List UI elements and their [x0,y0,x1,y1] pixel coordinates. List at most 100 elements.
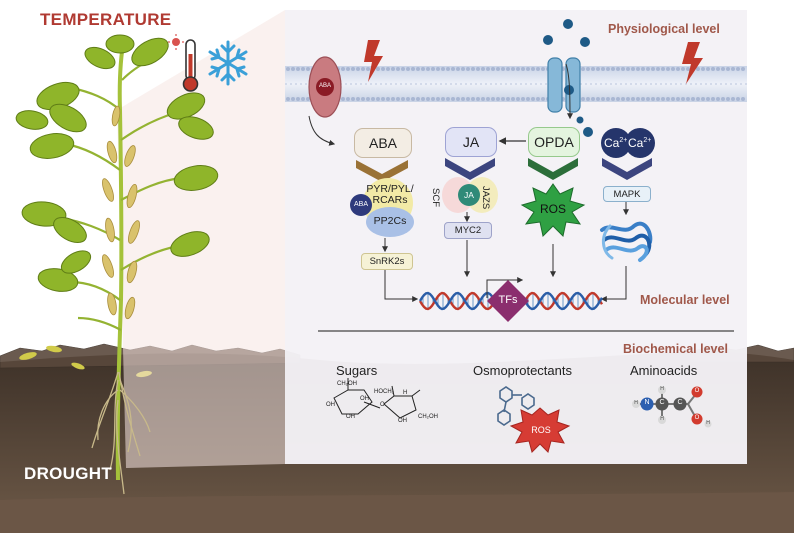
sugar-hoch2: HOCH₂ [374,389,394,395]
aminoacids-label: Aminoacids [630,363,698,378]
osmo-ros-label: ROS [531,425,551,435]
lipid-head [376,97,380,101]
ja-circle-label: JA [464,190,474,200]
lipid-head [446,97,450,101]
lipid-head [611,97,615,101]
lipid-head [291,67,295,71]
lipid-head [391,97,395,101]
lipid-head [496,97,500,101]
lipid-head [416,67,420,71]
amino-h4: H [706,420,710,426]
lipid-head [346,97,350,101]
lipid-head [501,97,505,101]
ja-complex [442,177,498,213]
lipid-head [731,67,735,71]
amino-h1: H [634,400,638,406]
lipid-head [611,67,615,71]
lipid-head [606,67,610,71]
lipid-head [531,67,535,71]
molecular-level-label: Molecular level [640,293,730,307]
lipid-head [386,97,390,101]
lipid-head [351,97,355,101]
lipid-head [346,67,350,71]
lipid-head [461,67,465,71]
lipid-head [706,97,710,101]
lipid-head [616,97,620,101]
lipid-head [356,97,360,101]
lipid-head [396,97,400,101]
lipid-head [481,97,485,101]
stress-lightning-icon [364,40,383,82]
receptor-aba-label: ABA [318,83,331,89]
sugars-label: Sugars [336,363,378,378]
myc2-box: MYC2 [444,222,492,239]
lipid-head [726,97,730,101]
sugar-ch2oh-top: CH₂OH [337,381,357,387]
lipid-head [471,67,475,71]
lipid-head [711,97,715,101]
calcium-ions [543,19,593,137]
aba-chevron [356,160,408,182]
sugar-oh-2: OH [346,414,355,420]
mapk-box: MAPK [603,186,651,202]
lipid-head [291,97,295,101]
lipid-head [701,97,705,101]
amino-o2: O [694,415,700,421]
lipid-head [391,67,395,71]
lipid-head [666,97,670,101]
lipid-head [656,97,660,101]
lipid-head [476,97,480,101]
lipid-head [366,67,370,71]
tfs-diamond [487,280,529,322]
lipid-head [526,67,530,71]
lipid-head [401,97,405,101]
lipid-head [671,97,675,101]
lipid-head [406,67,410,71]
lipid-head [716,97,720,101]
sugar-oh-4: OH [398,418,407,424]
lipid-head [381,97,385,101]
lipid-head [461,97,465,101]
lipid-head [601,97,605,101]
lipid-head [396,67,400,71]
lipid-head [296,67,300,71]
lipid-head [466,67,470,71]
amino-c1: C [659,399,665,406]
ca-left-label: Ca2+ [604,136,628,150]
lipid-head [631,97,635,101]
lipid-head [341,97,345,101]
lipid-head [506,97,510,101]
lipid-head [656,67,660,71]
ros-label: ROS [539,202,566,216]
lipid-head [676,97,680,101]
lipid-head [646,67,650,71]
lipid-head [731,97,735,101]
stress-lightning-icon-2 [682,42,703,84]
lipid-head [626,67,630,71]
lipid-head [506,67,510,71]
ca-chevron [602,158,652,180]
jazs-label: JAZS [480,186,491,210]
lipid-head [701,67,705,71]
lipid-head [516,97,520,101]
lipid-head [596,97,600,101]
lipid-head [721,67,725,71]
lipid-head [471,97,475,101]
lipid-head [441,97,445,101]
lipid-head [741,97,745,101]
lipid-head [456,67,460,71]
amino-h3: H [660,416,664,422]
lipid-head [361,97,365,101]
lipid-head [541,67,545,71]
lipid-head [286,97,290,101]
lipid-head [406,97,410,101]
ca-right-label: Ca2+ [628,136,652,150]
lipid-head [426,67,430,71]
pyr-aba-label: ABA [353,201,368,208]
lipid-head [436,67,440,71]
lipid-head [521,97,525,101]
lipid-head [441,67,445,71]
lipid-head [581,97,585,101]
lipid-head [491,67,495,71]
lipid-head [296,97,300,101]
